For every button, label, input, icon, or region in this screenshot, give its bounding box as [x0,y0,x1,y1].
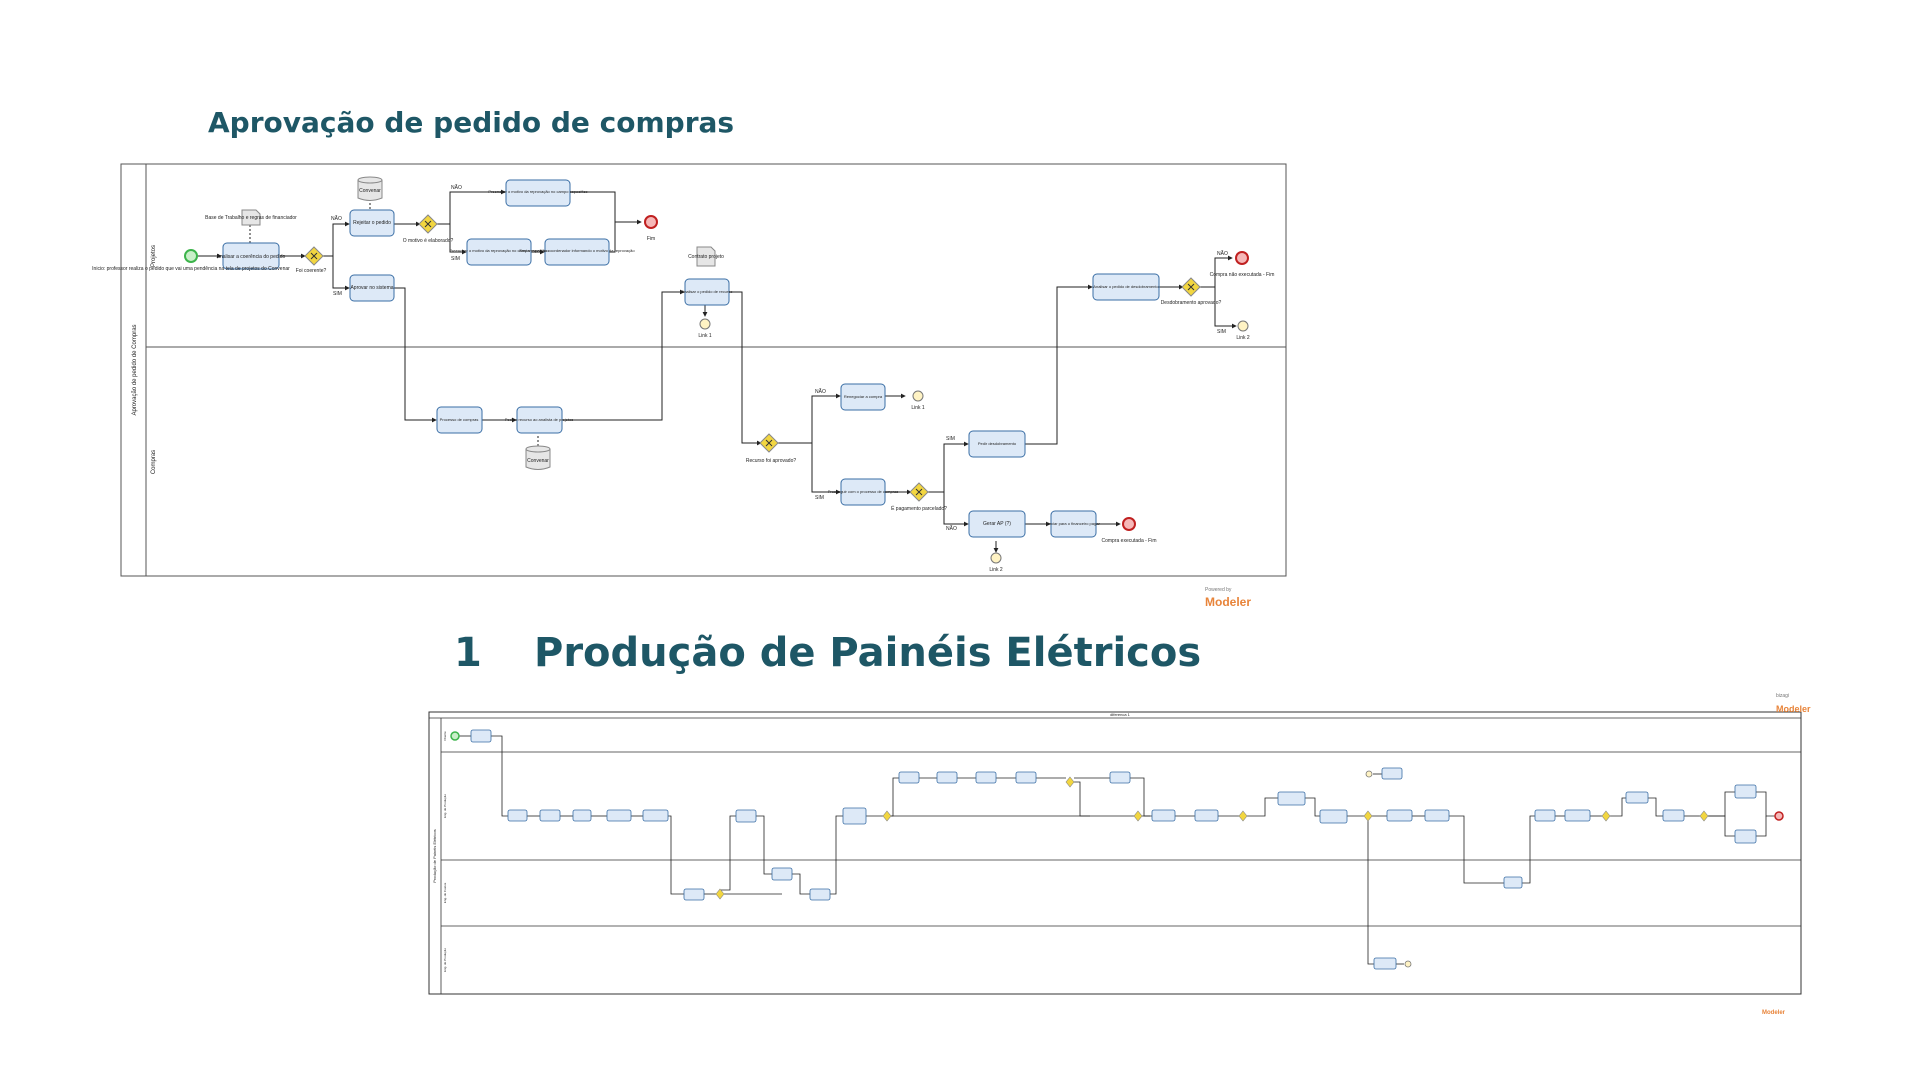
flows [198,189,1237,553]
task-enviar-fin-label: Enviar para o financeiro pagar [1046,521,1100,526]
tasks2 [470,729,1757,970]
convenar-top-label: Convenar [359,188,381,194]
bizagi-watermark-1: Powered by Modeler [1205,587,1252,609]
task-analisar-desdobramento [1092,273,1160,301]
gw-coerente-label: Foi coerente? [296,268,327,274]
fim-compra-nao-label: Compra não executada - Fim [1210,272,1275,278]
gateways2 [715,776,1709,900]
task-enviar-email [544,238,610,266]
task-renegociar [840,383,886,411]
diagram2: diferenca 1 Produção de Painéis Elétrico… [428,711,1802,995]
task-enviar-email-label: Enviar email ao coordenador informando o… [519,248,635,253]
pool2-frame [428,711,1802,995]
section-number: 1 [454,630,482,676]
task-aprovar-sistema [349,274,395,302]
task-preencher-motivo-1 [505,179,571,207]
task-analisar-pedido-label: Analisar a coerência do pedido [217,254,286,260]
task-processo-compras-label: Processo de compras [440,417,479,422]
flow-label-sim-4: SIM [946,436,955,442]
lane2-label-3: Eng. de Custos [443,882,447,903]
gw-recurso-label: Recurso foi aprovado? [746,458,797,464]
link2b-label: Link 2 [989,567,1003,573]
task-gerar-ap-label: Gerar AP (?) [983,521,1011,527]
task-gerar-ap [968,510,1026,538]
contrato-label: Contrato projeto [688,254,724,260]
start-label: Inicio: professor realiza o pedido que v… [92,266,290,272]
task-aprovar-label: Aprovar no sistema [350,285,393,291]
gw-motivo-label: O motivo é elaborado? [403,238,454,244]
datastore-convenar-top [357,180,383,201]
link1b-label: Link 1 [911,405,925,411]
fim-label: Fim [647,236,655,242]
task-analisar-recurso [684,278,730,306]
pool-frame [120,163,1287,577]
link-event-2c [1404,960,1412,968]
diagram1-title: Aprovação de pedido de compras [208,106,735,139]
flow-label-sim-5: SIM [1217,329,1226,335]
end-event-fim [644,215,658,229]
pool2-label: Produção de Painéis Elétricos [432,829,437,882]
document-base-dados [241,209,261,226]
gw-parcelado-label: É pagamento parcelado? [891,505,947,512]
end-event-2 [1774,811,1784,821]
bizagi-watermark-2: bizagi Modeler [1776,693,1811,714]
task-pedir-desdobramento [968,430,1026,458]
link-event-2 [1237,320,1249,332]
task-preencher-1-label: Preencher o motivo da reprovação no camp… [488,189,588,194]
task-rejeitar-label: Rejeitar o pedido [353,220,391,226]
lane2-label-1: Cliente [443,731,447,741]
task-rejeitar-pedido [349,209,395,237]
flow-label-sim-1: SIM [333,291,342,297]
link-event-1 [699,318,711,330]
diagram1: Aprovação de pedido de Compras Projetos … [92,163,1287,577]
bizagi-watermark-3: Modeler [1762,1010,1786,1016]
task-analisar-pedido [222,242,280,270]
flow-label-sim-3: SIM [815,495,824,501]
start-event-2 [450,731,460,741]
task-renegociar-label: Renegociar a compra [844,394,883,399]
flow-label-nao-4: NÃO [946,525,957,532]
end-event-compra-exec [1122,517,1136,531]
flow-label-nao-5: NÃO [1217,250,1228,257]
pool2-header: diferenca 1 [1110,712,1131,717]
gw-desd-label: Desdobramento aprovado? [1161,300,1222,306]
link-event-2b [990,552,1002,564]
flow-label-nao-1: NÃO [331,215,342,222]
task-preencher-motivo-2 [466,238,532,266]
end-event-compra-nao [1235,251,1249,265]
lane-label-compras: Compras [151,450,157,474]
lane-label-projetos: Projetos [151,245,157,267]
link-event-2a [1365,770,1373,778]
task-prosseguir-label: Prosseguir com o processo de compras [828,489,898,494]
start-event [184,249,198,263]
diagram2-title: Produção de Painéis Elétricos [534,630,1202,676]
flows2 [459,735,1775,965]
datastore-convenar-bottom [525,449,551,470]
document-label: Base de Trabalho e regras de financiador [205,215,297,221]
task-analisar-desd-label: Analisar o pedido de desdobramento [1093,284,1159,289]
flow-label-sim-2: SIM [451,256,460,262]
link2-label: Link 2 [1236,335,1250,341]
task-pedir-recurso [516,406,563,434]
link-event-1b [912,390,924,402]
link1-label: Link 1 [698,333,712,339]
task-pedir-recurso-label: Pedir o recurso ao analista de projetos [505,417,573,422]
lane2-label-4: Eng. de Produção [443,948,447,972]
document-contrato [696,246,716,267]
task-analisar-recurso-label: Analisar o pedido de recurso [682,289,734,294]
task-preencher-2-label: Preencher o motivo da reprovação no camp… [449,248,549,253]
flow-label-nao-3: NÃO [815,388,826,395]
task-prosseguir [840,478,886,506]
task-enviar-financeiro [1050,510,1097,538]
pool-label: Aprovação de pedido de Compras [132,324,138,415]
convenar-bottom-label: Convenar [527,458,549,464]
flow-label-nao-2: NÃO [451,184,462,191]
fim-compra-exec-label: Compra executada - Fim [1101,538,1156,544]
task-processo-compras [436,406,483,434]
lane2-label-2: Eng. de Produção [443,794,447,818]
task-pedir-desd-label: Pedir desdobramento [978,441,1017,446]
